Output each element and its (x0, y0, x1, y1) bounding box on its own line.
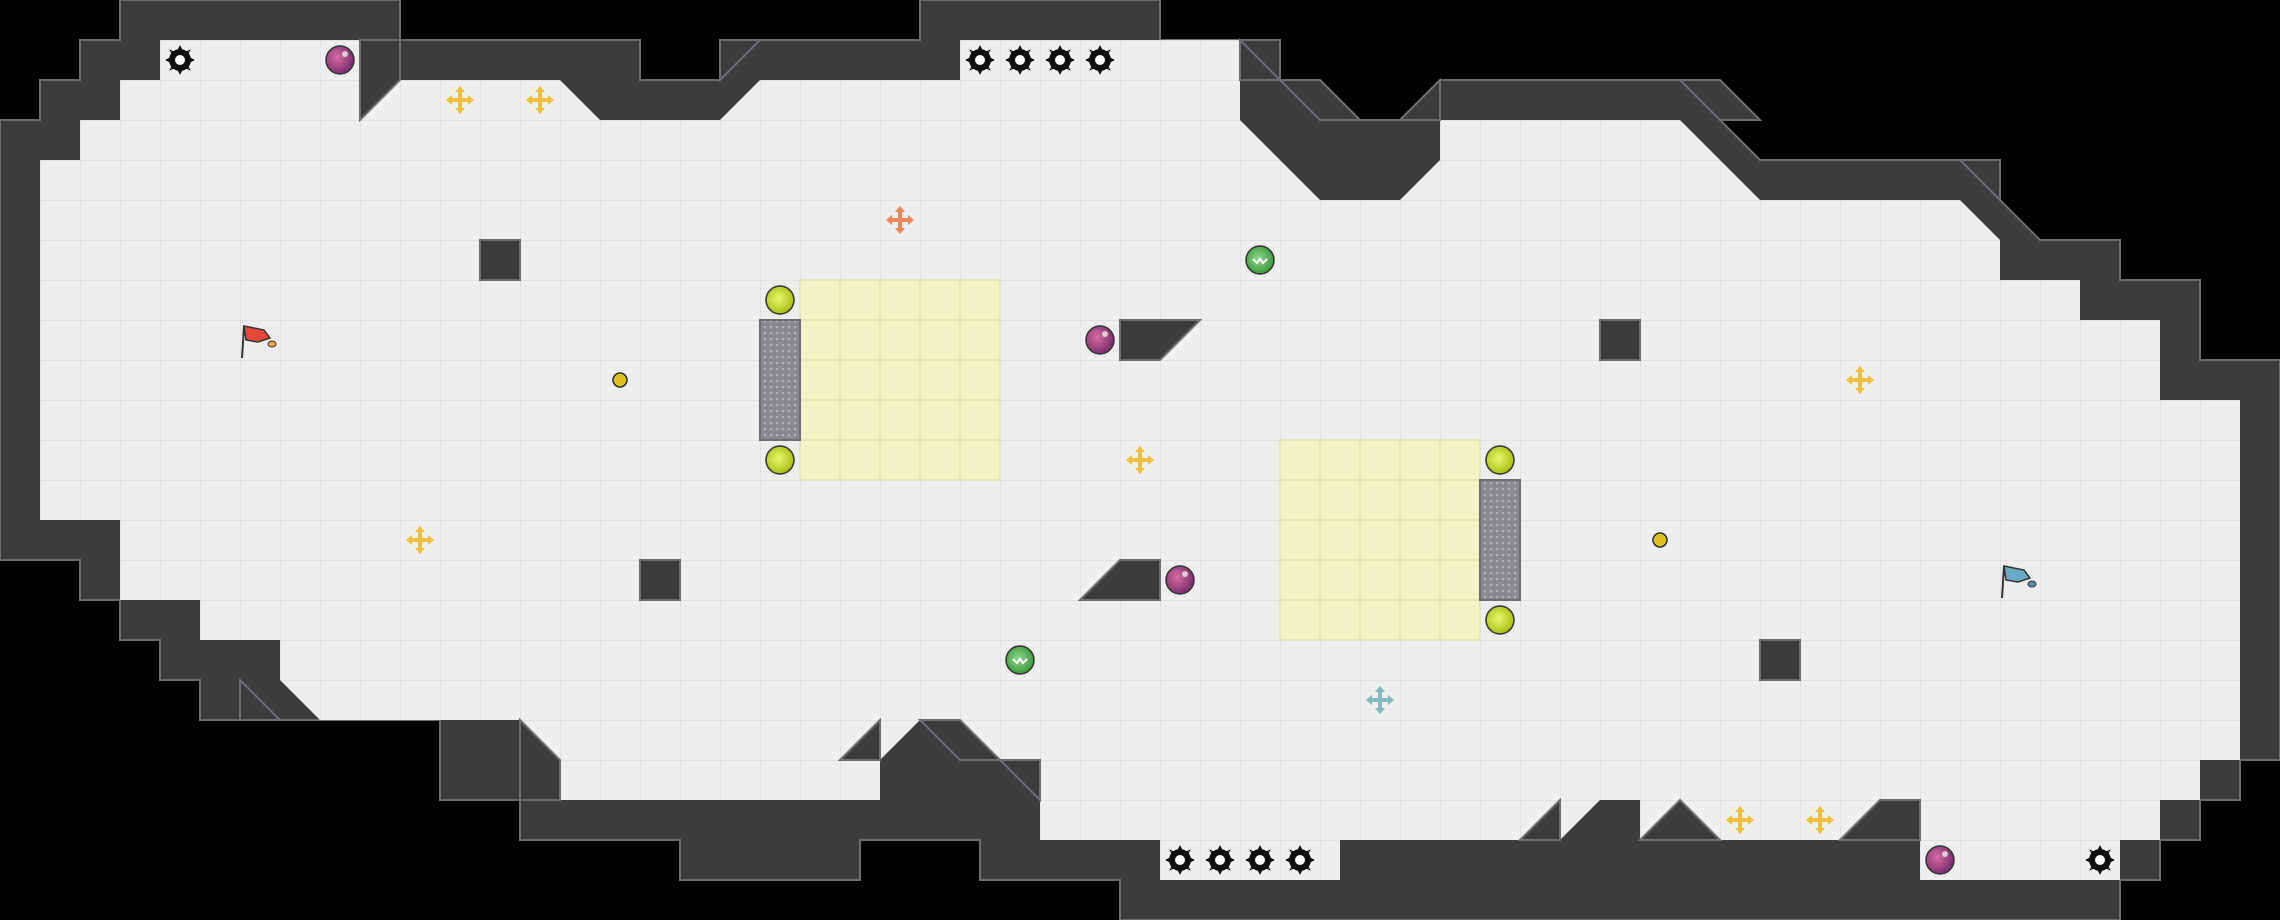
wall-block (1599, 319, 1641, 361)
button-icon (612, 372, 628, 388)
powerup-icon (1925, 845, 1955, 875)
spike-icon (1205, 845, 1235, 875)
jukejuice-icon (1245, 245, 1275, 275)
powerup-icon (1165, 565, 1195, 595)
spike-icon (965, 45, 995, 75)
wall-block (639, 559, 681, 601)
spike-icon (1285, 845, 1315, 875)
spike-icon (1085, 45, 1115, 75)
bomb-icon (765, 445, 795, 475)
bomb-icon (1485, 445, 1515, 475)
wall-block (479, 239, 521, 281)
gate-zone-red (799, 279, 1001, 481)
button-icon (1652, 532, 1668, 548)
spike-icon (1005, 45, 1035, 75)
gate-red (759, 319, 801, 441)
gate-blue (1479, 479, 1521, 601)
wall-block (1759, 639, 1801, 681)
bomb-icon (765, 285, 795, 315)
powerup-icon (325, 45, 355, 75)
powerup-icon (1085, 325, 1115, 355)
gate-zone-blue (1279, 439, 1481, 641)
gate-zone-grid (800, 280, 1480, 640)
wall-wedge (1119, 319, 1203, 361)
red-flag-icon (241, 325, 277, 359)
spike-icon (165, 45, 195, 75)
wall-wedge (1077, 559, 1161, 601)
blue-flag-icon (2001, 565, 2037, 599)
bomb-icon (1485, 605, 1515, 635)
spike-icon (2085, 845, 2115, 875)
spike-icon (1165, 845, 1195, 875)
jukejuice-icon (1005, 645, 1035, 675)
spike-icon (1045, 45, 1075, 75)
wall-notches (239, 37, 2001, 841)
spike-icon (1245, 845, 1275, 875)
